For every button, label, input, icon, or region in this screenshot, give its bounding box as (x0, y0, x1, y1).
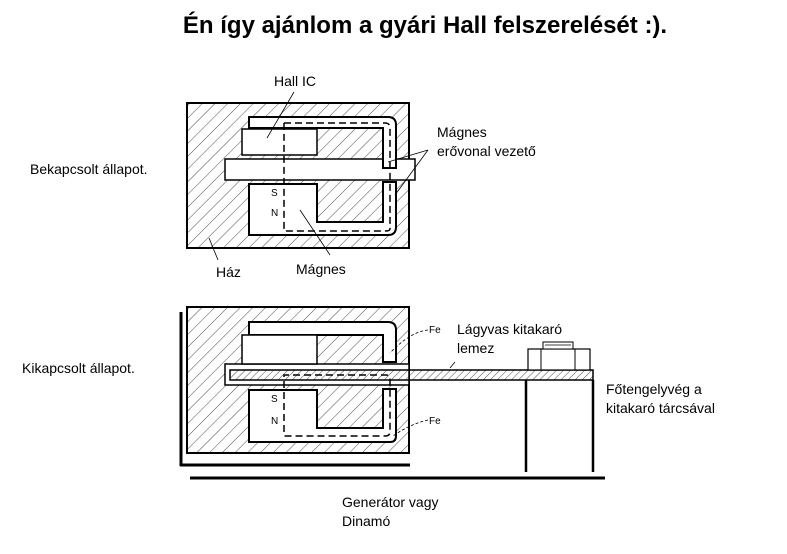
housing-label: Ház (216, 264, 241, 280)
generator-label-1: Generátor vagy (342, 494, 439, 510)
off-state-label: Kikapcsolt állapot. (22, 360, 135, 376)
air-gap-slot-on (224, 158, 416, 181)
soft-iron-shield-plate (229, 369, 594, 381)
nut (527, 348, 591, 371)
fe-label-upper: Fe (429, 325, 441, 336)
hall-ic-label: Hall IC (274, 73, 316, 89)
magnet-yoke-lower-on (248, 181, 397, 236)
iron-yoke-upper-on (248, 116, 397, 169)
magnet-yoke-lower-off (248, 388, 397, 443)
iron-yoke-upper-off (248, 321, 397, 363)
on-state-assembly: S N (186, 91, 429, 261)
on-state-label: Bekapcsolt állapot. (30, 161, 148, 177)
generator-label-2: Dinamó (342, 513, 390, 529)
pole-s-label: S (271, 188, 278, 199)
pole-s-label-off: S (271, 394, 278, 405)
crankshaft-label-1: Főtengelyvég a (606, 381, 702, 397)
off-state-assembly: S N Fe Fe (179, 306, 605, 480)
fe-label-lower: Fe (429, 416, 441, 427)
hall-ic-off (241, 334, 318, 365)
soft-iron-shield-label-1: Lágyvas kitakaró (457, 321, 562, 337)
soft-iron-shield-label-2: lemez (457, 340, 494, 356)
shaft-thread (542, 341, 574, 350)
pole-n-label-off: N (271, 416, 278, 427)
page-title: Én így ajánlom a gyári Hall felszerelésé… (183, 11, 667, 39)
flux-line-on (283, 122, 391, 232)
magnet-flux-guide-label-1: Mágnes (437, 124, 487, 140)
crankshaft-label-2: kitakaró tárcsával (606, 400, 715, 416)
pole-n-label: N (271, 208, 278, 219)
hall-ic-on (241, 128, 318, 156)
magnet-label: Mágnes (296, 261, 346, 277)
magnet-flux-guide-label-2: erővonal vezető (437, 143, 536, 159)
flux-line-off (283, 374, 391, 437)
